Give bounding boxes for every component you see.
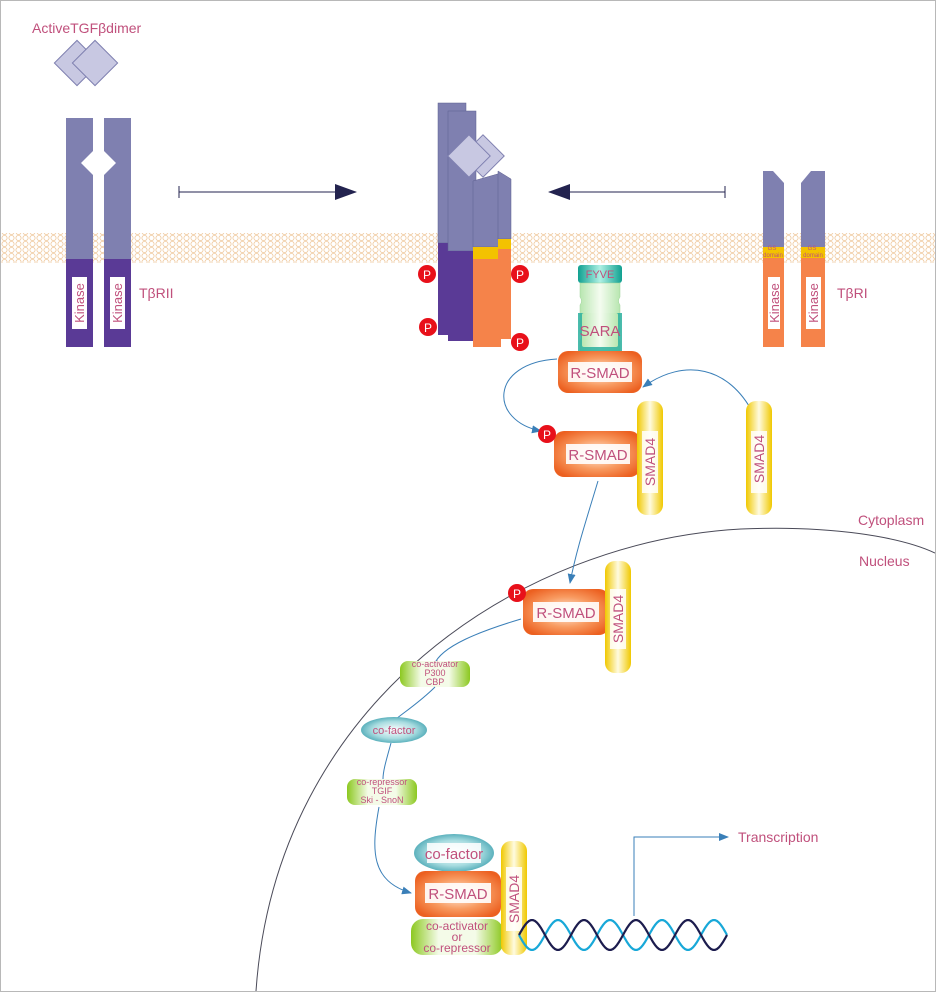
- nuclear-envelope: [255, 527, 935, 991]
- coactivator-text: CBP: [426, 677, 445, 687]
- receptor-recruitment-arrows: [178, 184, 726, 200]
- phospho-groups-receptor: P P P P: [418, 265, 529, 351]
- tbrii-receptor-right: [104, 118, 131, 347]
- cofactor-label: co-factor: [373, 725, 416, 737]
- sara-label: SARA: [580, 323, 621, 340]
- connector-line: [382, 742, 392, 780]
- kinase-domain-labels: Kinase Kinase Kinase Kinase: [72, 277, 821, 329]
- smad4-nucleus: SMAD4: [605, 561, 631, 673]
- cofactor-small: co-factor: [361, 717, 427, 743]
- cytoplasm-label: Cytoplasm: [858, 512, 924, 528]
- smad4-free: SMAD4: [746, 401, 772, 515]
- phospho-label: P: [424, 321, 432, 335]
- transcription-label: Transcription: [738, 829, 818, 845]
- connector-line: [395, 686, 436, 720]
- smad4-cytoplasm-bound: SMAD4: [637, 401, 663, 515]
- smad4-label: SMAD4: [610, 595, 626, 643]
- dna-strand-dark: [518, 919, 728, 951]
- phospho-rsmad-cytoplasm: R-SMAD P: [538, 425, 640, 477]
- transcription-arrow: [633, 833, 729, 916]
- nuclear-translocation-arrow: [567, 480, 599, 584]
- phospho-label: P: [513, 587, 521, 601]
- phospho-label: P: [516, 268, 524, 282]
- smad4-label: SMAD4: [506, 875, 522, 923]
- dna-helix: [518, 919, 728, 951]
- smad4-label: SMAD4: [642, 438, 658, 486]
- ligand-label: ActiveTGFβdimer: [32, 20, 142, 36]
- phospho-label: P: [543, 428, 551, 442]
- corepressor-text: Ski - SnoN: [360, 795, 403, 805]
- rsmad-sara-bound: R-SMAD: [558, 351, 642, 393]
- gs-label: GS: [808, 246, 817, 252]
- dna-binding-arrow: [374, 806, 412, 895]
- kinase-label: Kinase: [767, 283, 782, 323]
- tgf-beta-dimer-ligand: [53, 39, 119, 87]
- active-receptor-complex: [437, 102, 512, 347]
- transcription-complex: co-factor R-SMAD co-activator or co-repr…: [411, 834, 527, 955]
- corepressor-tgif-ski-snon: co-repressor TGIF Ski - SnoN: [347, 777, 417, 805]
- phospho-label: P: [516, 336, 524, 350]
- kinase-label: Kinase: [806, 283, 821, 323]
- rsmad-label: R-SMAD: [568, 447, 627, 464]
- gs-domain-labels: GS domain GS domain: [763, 246, 823, 259]
- rsmad-label: R-SMAD: [536, 605, 595, 622]
- coact-or-corep-text: co-repressor: [423, 941, 490, 955]
- rsmad-label: R-SMAD: [428, 886, 487, 903]
- nucleus-label: Nucleus: [859, 553, 910, 569]
- coactivator-text: P300: [424, 668, 445, 678]
- phospho-rsmad-nucleus: R-SMAD P: [508, 584, 609, 635]
- coact-or-corep-text: co-activator: [426, 919, 488, 933]
- fyve-label: FYVE: [586, 269, 615, 281]
- smad4-label: SMAD4: [751, 435, 767, 483]
- corepressor-text: TGIF: [372, 786, 393, 796]
- cofactor-label: co-factor: [425, 846, 483, 863]
- coact-or-corep-text: or: [452, 930, 463, 944]
- corepressor-text: co-repressor: [357, 777, 408, 787]
- rsmad-label: R-SMAD: [570, 365, 629, 382]
- phosphorylation-arrows: [503, 358, 754, 434]
- sara-fyve-complex: FYVE SARA: [578, 265, 622, 352]
- phospho-label: P: [423, 268, 431, 282]
- gs-label: domain: [803, 253, 823, 259]
- kinase-label: Kinase: [72, 283, 87, 323]
- kinase-label: Kinase: [110, 283, 125, 323]
- tbrii-label: TβRII: [139, 285, 174, 301]
- coactivator-text: co-activator: [412, 659, 459, 669]
- coactivator-p300-cbp: co-activator P300 CBP: [400, 659, 470, 687]
- gs-label: GS: [768, 246, 777, 252]
- nuclear-complex-path: [433, 618, 522, 666]
- gs-label: domain: [763, 253, 783, 259]
- tbri-label: TβRI: [837, 285, 868, 301]
